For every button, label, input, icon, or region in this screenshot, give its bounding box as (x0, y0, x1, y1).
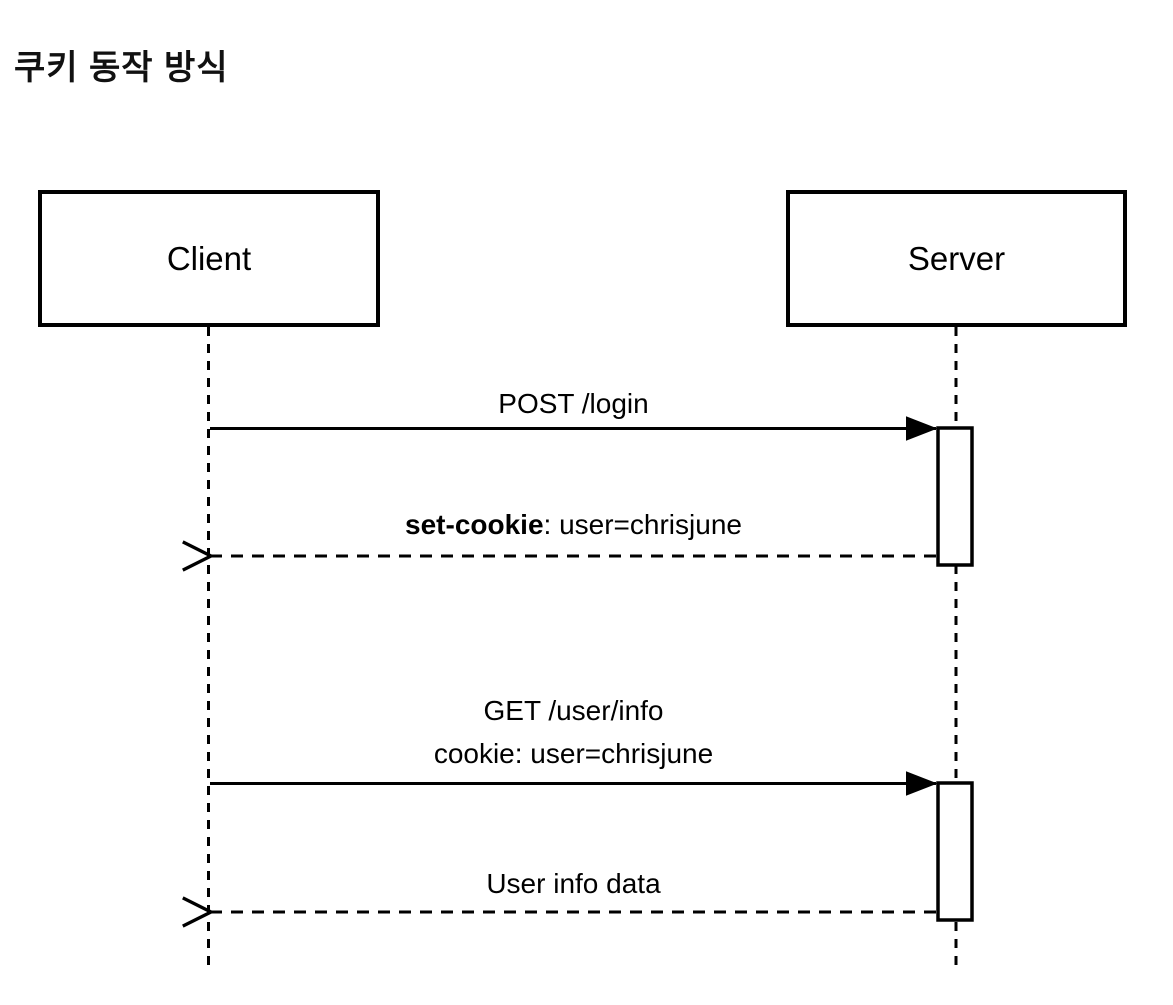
actor-label-client: Client (166, 240, 252, 277)
message-label-post-login: POST /login (498, 388, 649, 419)
message-label-set-cookie: set-cookie: user=chrisjune (209, 503, 938, 546)
activation-bar-1 (936, 426, 974, 567)
message-label-get-user-info-line2: cookie: user=chrisjune (433, 738, 714, 769)
message-label-user-info-data: User info data (486, 868, 661, 899)
message-label-get-user-info: GET /user/info cookie: user=chrisjune (209, 689, 938, 775)
actor-box-client: Client (38, 190, 380, 327)
message-label-get-user-info-line1: GET /user/info (483, 695, 664, 726)
page-title: 쿠키 동작 방식 (14, 49, 229, 87)
message-label-set-cookie-rest: : user=chrisjune (543, 509, 742, 540)
message-label-set-cookie-bold: set-cookie (405, 509, 544, 540)
activation-bar-2 (936, 781, 974, 922)
actor-label-server: Server (907, 240, 1006, 277)
actor-box-server: Server (786, 190, 1127, 327)
